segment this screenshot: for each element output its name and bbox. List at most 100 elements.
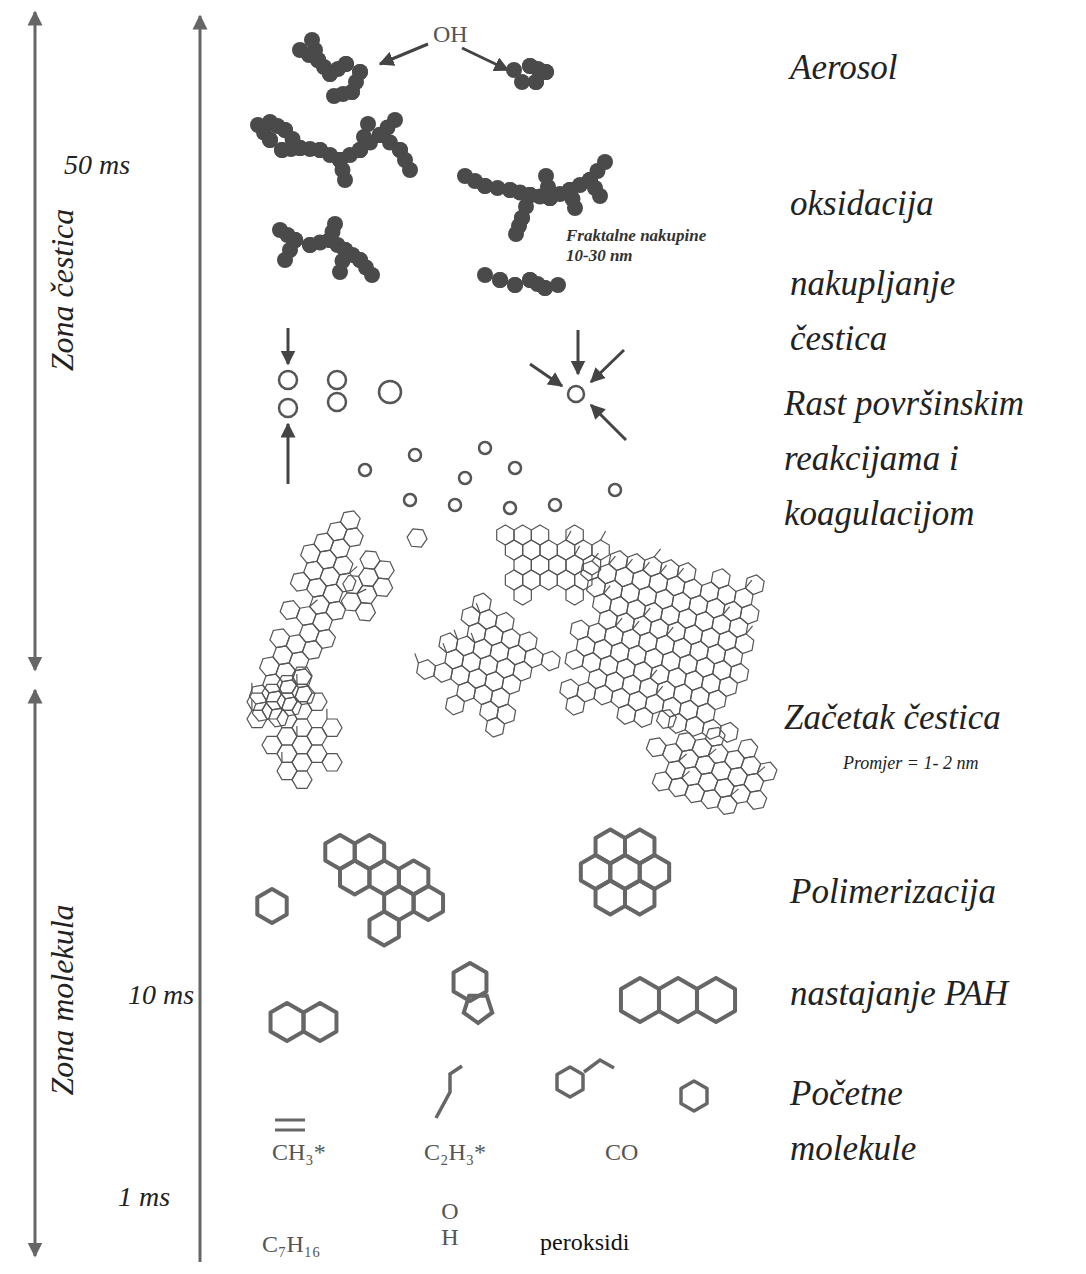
soot-aggregate	[592, 188, 608, 204]
sheet-ring	[587, 667, 608, 690]
sheet-ring	[716, 793, 739, 818]
sheet-ring	[637, 585, 658, 608]
sheet-ring	[482, 714, 508, 740]
hydrogen-bond	[604, 585, 610, 595]
chemical-label: O H	[440, 1198, 460, 1251]
sheet-ring	[289, 569, 312, 594]
soot-aggregate	[507, 277, 523, 293]
sheet-ring	[615, 611, 636, 634]
time-axis	[199, 16, 202, 1262]
sheet-ring	[644, 693, 665, 716]
sheet-ring	[700, 626, 721, 649]
double-bond	[275, 1119, 305, 1122]
sheet-ring	[699, 581, 720, 604]
soot-aggregate	[332, 264, 348, 280]
sheet-ring	[278, 598, 301, 623]
sheet-ring	[565, 694, 586, 717]
aromatic-ring	[271, 1003, 304, 1041]
sheet-ring	[353, 599, 379, 625]
soot-aggregate	[528, 74, 544, 90]
sheet-ring	[644, 647, 665, 670]
primary-particle	[379, 381, 401, 403]
sheet-ring	[690, 685, 711, 708]
hydrogen-bond	[566, 531, 571, 540]
sheet-ring	[695, 656, 716, 679]
sheet-ring	[739, 603, 760, 626]
stage-label: Rast površinskim reakcijama i koagulacij…	[784, 376, 1080, 541]
aromatic-ring	[304, 1003, 337, 1041]
primary-particle	[409, 449, 421, 461]
sheet-ring	[597, 563, 618, 586]
sheet-ring	[717, 629, 738, 652]
soot-aggregate	[338, 56, 354, 72]
ethyl-group	[584, 1060, 614, 1072]
soot-aggregate	[387, 112, 403, 128]
sheet-ring	[576, 681, 597, 704]
sheet-ring	[631, 569, 652, 592]
graphene-sheets	[233, 499, 784, 826]
sheet-ring	[654, 588, 675, 611]
sheet-ring	[665, 575, 686, 598]
sheet-ring	[718, 721, 739, 744]
hydrogen-bond	[677, 567, 683, 577]
primary-particle	[328, 371, 346, 389]
hydrogen-bond	[745, 579, 751, 589]
sheet-ring	[638, 676, 659, 699]
particle-group	[279, 371, 621, 514]
hydrogen-bond	[473, 603, 483, 613]
sheet-ring	[645, 735, 668, 760]
soot-aggregate	[528, 74, 544, 90]
sheet-ring	[559, 678, 580, 701]
primary-particle	[504, 502, 516, 514]
sheet-ring	[616, 703, 637, 726]
soot-aggregate	[402, 162, 418, 178]
growth-arrow	[577, 330, 580, 374]
sheet-ring	[716, 584, 737, 607]
double-bond	[275, 1129, 305, 1132]
sheet-ring	[660, 604, 681, 627]
hydrogen-bond	[757, 765, 765, 775]
sheet-ring	[342, 525, 365, 550]
sheet-ring	[650, 663, 671, 686]
soot-aggregate	[304, 32, 320, 48]
sheet-ring	[604, 625, 625, 648]
radical-label: OH	[433, 20, 468, 49]
sheet-ring	[723, 646, 744, 669]
sheet-ring	[566, 585, 583, 605]
primary-particle	[609, 484, 621, 496]
chemical-label: peroksidi	[540, 1228, 629, 1257]
hydrogen-bond	[679, 752, 687, 762]
zone-arrow	[34, 12, 37, 670]
hydrogen-bond	[278, 752, 287, 762]
sheet-ring	[609, 641, 630, 664]
sheet-ring	[651, 769, 674, 794]
sheet-ring	[564, 648, 585, 671]
sheet-ring	[593, 684, 614, 707]
primary-particle	[549, 499, 561, 511]
chemical-label: C₂H₃*	[424, 1138, 486, 1167]
hydrogen-bond	[451, 630, 461, 640]
carbon-sheet	[331, 510, 430, 625]
hydrogen-bond	[310, 598, 318, 608]
aromatic-ring	[557, 1067, 583, 1097]
sheet-ring	[655, 679, 676, 702]
soot-aggregate	[492, 272, 508, 288]
soot-aggregate	[327, 216, 343, 232]
soot-aggregate	[597, 154, 613, 170]
aromatic-ring	[596, 830, 625, 864]
carbon-sheet	[634, 707, 783, 827]
sheet-ring	[604, 670, 625, 693]
sheet-ring	[699, 787, 722, 812]
sheet-ring	[614, 566, 635, 589]
sheet-ring	[676, 561, 697, 584]
sheet-ring	[259, 697, 284, 723]
carbon-sheet	[556, 536, 766, 744]
growth-arrow	[591, 405, 626, 440]
sheet-ring	[293, 683, 316, 708]
zone-label: Zona molekula	[43, 904, 81, 1095]
sheet-ring	[627, 644, 648, 667]
five-ring	[464, 996, 493, 1023]
sheet-ring	[587, 622, 608, 645]
hydrogen-bond	[644, 607, 650, 617]
hydrogen-bond	[575, 546, 580, 555]
